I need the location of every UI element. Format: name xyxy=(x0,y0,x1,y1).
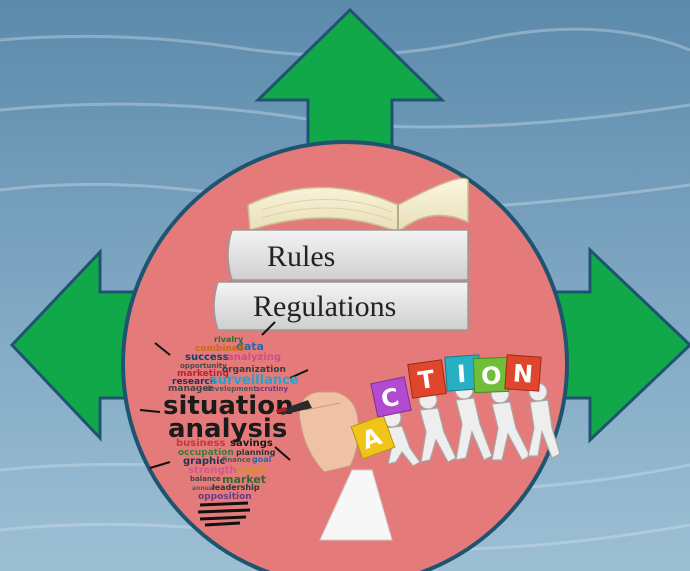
word-market: market xyxy=(222,473,266,486)
word-savings: savings xyxy=(230,438,273,449)
word-marketing: marketing xyxy=(177,369,229,379)
word-rivalry: rivalry xyxy=(214,335,244,344)
cube-t: T xyxy=(407,359,447,399)
word-goal: goal xyxy=(252,455,272,464)
word-planning: planning xyxy=(236,448,276,457)
cube-letter-i: I xyxy=(456,360,467,389)
word-success: success xyxy=(185,352,229,363)
word-balance: balance xyxy=(190,475,221,483)
word-situation: situation xyxy=(163,391,294,421)
word-combined: combined xyxy=(195,344,244,354)
cube-c: C xyxy=(370,376,412,418)
word-opposition: opposition xyxy=(198,492,252,502)
word-organization: organization xyxy=(222,365,286,375)
word-analyzing: analyzing xyxy=(227,352,281,363)
cube-letter-t: T xyxy=(416,365,437,395)
word-leadership: leadership xyxy=(212,483,260,492)
cube-n: N xyxy=(504,354,542,392)
word-strength: strength xyxy=(188,465,237,476)
word-analysis: analysis xyxy=(168,414,287,444)
book-rules xyxy=(227,229,469,281)
word-research: research xyxy=(172,377,216,387)
word-annual: annual xyxy=(192,485,215,492)
word-occupation: occupation xyxy=(178,448,234,458)
word-development: development xyxy=(205,385,257,393)
cube-letter-n: N xyxy=(512,359,534,388)
word-manager: manager xyxy=(168,384,213,394)
word-business: business xyxy=(176,438,226,449)
word-surveillance: surveillance xyxy=(210,373,299,388)
word-data: data xyxy=(236,340,264,353)
word-finance: finance xyxy=(222,456,251,464)
books-illustration: Rules Regulations xyxy=(213,177,469,331)
book-label-rules: Rules xyxy=(267,240,335,273)
word-scrutiny: scrutiny xyxy=(256,385,288,393)
action-illustration: A C T I O N xyxy=(350,354,561,467)
book-regulations xyxy=(213,281,469,331)
hand-with-marker-icon xyxy=(276,391,393,541)
word-opportunity: opportunity xyxy=(180,362,227,370)
book-label-regulations: Regulations xyxy=(253,290,396,323)
word-graphic: graphic xyxy=(183,456,226,467)
cube-o: O xyxy=(472,356,510,394)
word-chart: chart xyxy=(236,465,266,476)
bulb-base-icon xyxy=(197,501,251,527)
word-cloud-lightbulb: rivalry data combined success analyzing … xyxy=(139,321,309,527)
open-book-icon xyxy=(247,177,469,233)
cube-letter-o: O xyxy=(481,362,502,391)
cube-a: A xyxy=(350,414,396,460)
cube-letter-c: C xyxy=(379,383,402,414)
